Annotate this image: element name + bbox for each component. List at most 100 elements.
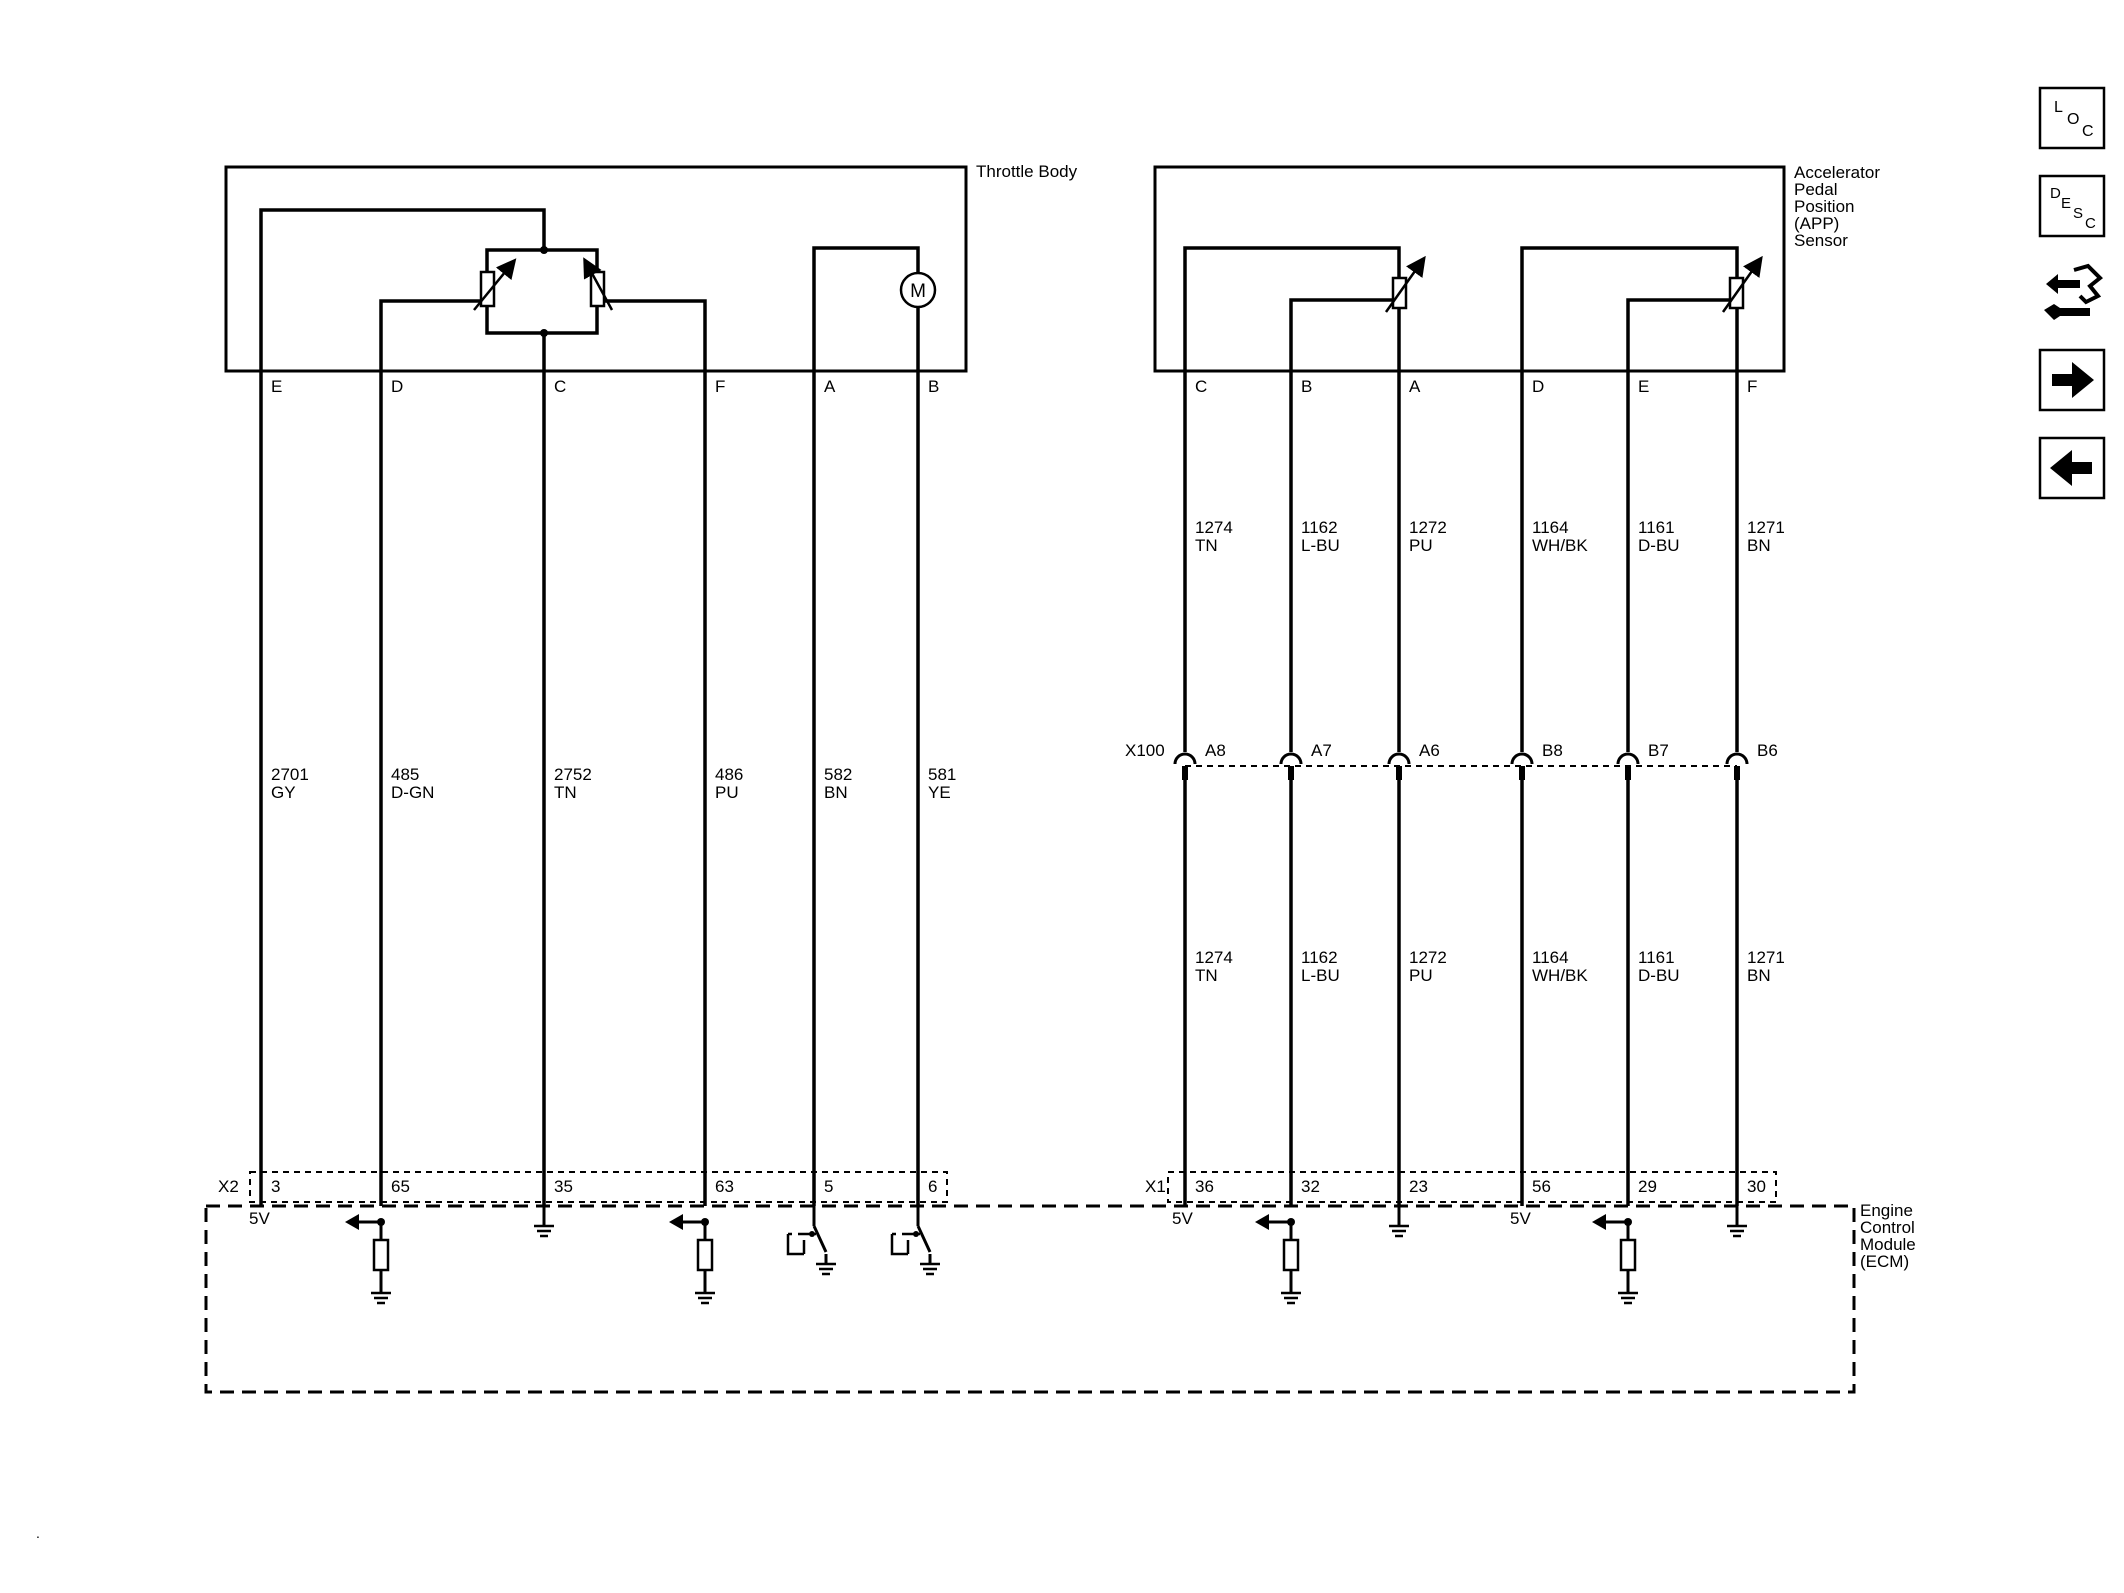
- ecm-signal-input-d: [345, 1214, 393, 1305]
- wire-color-label: L-BU: [1301, 966, 1340, 985]
- corner-mark: .: [36, 1525, 40, 1541]
- app1-internal-b: [1289, 298, 1393, 371]
- ecm-signal-input-e: [1592, 1214, 1640, 1305]
- ecm-signal-input-e-ground-icon: [1616, 1281, 1640, 1305]
- wire-color-label: TN: [1195, 966, 1218, 985]
- wire-number-label: 1274: [1195, 518, 1233, 537]
- app-pin-label: C: [1195, 377, 1207, 396]
- x100-pin-label: A7: [1311, 741, 1332, 760]
- ecm-signal-input-f: [669, 1214, 717, 1305]
- x2-connector: X2: [218, 1171, 948, 1203]
- nav-toolbar: L O C D E S C: [2038, 86, 2106, 500]
- svg-text:L: L: [2054, 99, 2063, 116]
- svg-text:Sensor: Sensor: [1794, 231, 1848, 250]
- throttle-internal-d: [379, 299, 485, 371]
- wire-color-label: TN: [554, 783, 577, 802]
- desc-icon: [2038, 174, 2106, 238]
- x100-pin-label: A6: [1419, 741, 1440, 760]
- ecm-signal-input-b-ground-icon: [1279, 1281, 1303, 1305]
- app-circuits: A8C1274TN1274TN36A7B1162L-BU1162L-BU32A6…: [1173, 371, 1785, 1206]
- tps-sensor-1-icon: [473, 258, 517, 311]
- x100-pin-label: B7: [1648, 741, 1669, 760]
- throttle-pin-label: A: [824, 377, 836, 396]
- ecm-pin-label: 36: [1195, 1177, 1214, 1196]
- app-pin-label: A: [1409, 377, 1421, 396]
- x100-pin-label: B8: [1542, 741, 1563, 760]
- wire-number-label: 1161: [1638, 518, 1675, 537]
- throttle-motor-icon: M: [899, 271, 937, 309]
- svg-text:Control: Control: [1860, 1218, 1915, 1237]
- ecm-motor-driver-a: [786, 1206, 838, 1276]
- throttle-body: Throttle Body M: [224, 162, 1078, 373]
- ecm-pin-label: 32: [1301, 1177, 1320, 1196]
- wire-color-label: YE: [928, 783, 951, 802]
- x100-pin-A7: [1279, 752, 1303, 780]
- throttle-circuits: E2701GY3D485D-GN65C2752TN35F486PU63A582B…: [259, 371, 956, 1206]
- connector-tool-button[interactable]: [2040, 262, 2104, 326]
- wire-number-label: 581: [928, 765, 956, 784]
- app1-internal-c: [1183, 246, 1401, 371]
- wire-number-label: 1274: [1195, 948, 1233, 967]
- ecm-motor-driver-a-ground-icon: [814, 1252, 838, 1276]
- wire-color-label: GY: [271, 783, 296, 802]
- app-pin-label: F: [1747, 377, 1757, 396]
- x100-pin-B8: [1510, 752, 1534, 780]
- next-page-button[interactable]: [2038, 348, 2106, 412]
- wire-color-label: PU: [1409, 966, 1433, 985]
- app-sensor-title: Accelerator Pedal Position (APP) Sensor: [1794, 163, 1880, 250]
- app-pin-label: B: [1301, 377, 1312, 396]
- wire-number-label: 1271: [1747, 518, 1785, 537]
- svg-text:D: D: [2050, 185, 2061, 202]
- supply-5v-label: 5V: [1172, 1209, 1193, 1228]
- svg-text:X2: X2: [218, 1177, 239, 1196]
- svg-text:Module: Module: [1860, 1235, 1916, 1254]
- x100-pin-A8: [1173, 752, 1197, 780]
- ecm: Engine Control Module (ECM): [204, 1201, 1916, 1394]
- ecm-title: Engine Control Module (ECM): [1860, 1201, 1916, 1271]
- tps-sensor-2-icon: [583, 257, 614, 311]
- app-pin-label: D: [1532, 377, 1544, 396]
- wire-number-label: 486: [715, 765, 743, 784]
- loc-icon: [2038, 86, 2106, 150]
- wire-number-label: 1162: [1301, 518, 1338, 537]
- ecm-low-reference-ground-icon: [1387, 1214, 1411, 1238]
- svg-text:X100: X100: [1125, 741, 1165, 760]
- throttle-pin-label: E: [271, 377, 282, 396]
- ecm-pin-label: 5: [824, 1177, 833, 1196]
- ecm-pin-label: 6: [928, 1177, 937, 1196]
- svg-text:Pedal: Pedal: [1794, 180, 1837, 199]
- svg-text:C: C: [2082, 123, 2094, 140]
- ecm-pin-label: 56: [1532, 1177, 1551, 1196]
- wire-color-label: BN: [1747, 536, 1771, 555]
- ecm-signal-input-f-ground-icon: [693, 1281, 717, 1305]
- app-sensor-2-icon: [1721, 255, 1763, 313]
- wire-color-label: D-BU: [1638, 536, 1680, 555]
- desc-button[interactable]: D E S C: [2038, 174, 2106, 238]
- app2-internal-e: [1626, 298, 1730, 371]
- wire-number-label: 582: [824, 765, 852, 784]
- previous-page-button[interactable]: [2038, 436, 2106, 500]
- wire-color-label: PU: [715, 783, 739, 802]
- wire-number-label: 1271: [1747, 948, 1785, 967]
- ecm-pin-label: 30: [1747, 1177, 1766, 1196]
- x100-pin-A6: [1387, 752, 1411, 780]
- svg-text:M: M: [910, 281, 926, 302]
- throttle-motor-feed: [812, 246, 920, 371]
- loc-button[interactable]: L O C: [2038, 86, 2106, 150]
- app-pin-label: E: [1638, 377, 1649, 396]
- wire-number-label: 485: [391, 765, 419, 784]
- throttle-internal-e: [259, 208, 546, 371]
- ecm-pin-label: 29: [1638, 1177, 1657, 1196]
- svg-text:O: O: [2067, 111, 2079, 128]
- ecm-pin-label: 35: [554, 1177, 573, 1196]
- ecm-pin-label: 63: [715, 1177, 734, 1196]
- ecm-low-reference-ground-icon: [1725, 1214, 1749, 1238]
- svg-text:Position: Position: [1794, 197, 1854, 216]
- throttle-pin-label: B: [928, 377, 939, 396]
- x100-pin-label: B6: [1757, 741, 1778, 760]
- x100-inline-connector: X100: [1125, 741, 1737, 767]
- wire-number-label: 1272: [1409, 518, 1447, 537]
- throttle-pin-label: D: [391, 377, 403, 396]
